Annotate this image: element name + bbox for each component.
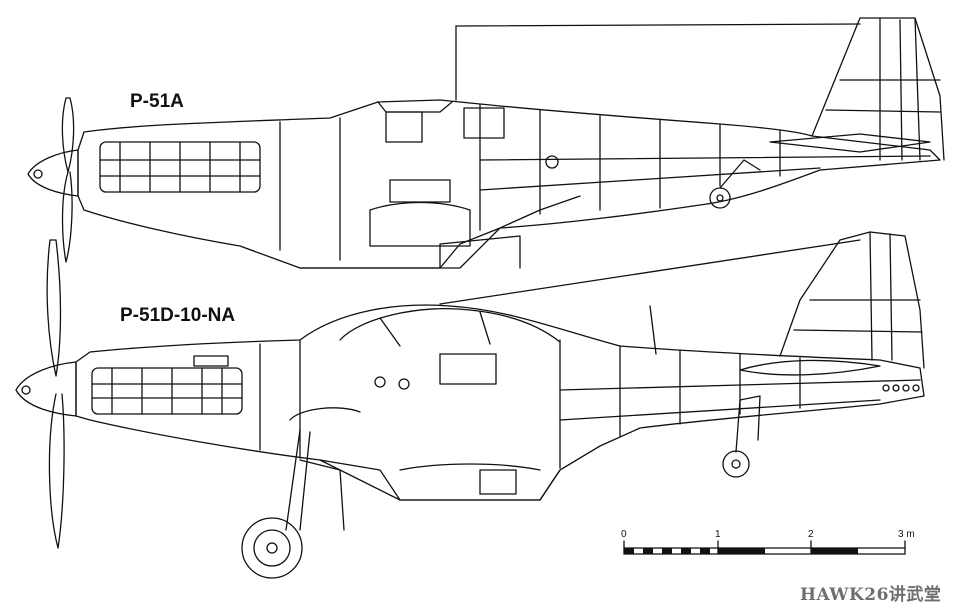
p51d-main-gear	[286, 430, 300, 530]
p51d-airframe	[16, 232, 924, 578]
p51d-spinner	[16, 362, 76, 416]
p51d-fuselage	[76, 305, 924, 500]
p51a-tail-wheel	[710, 188, 730, 208]
p51d-wing-root	[320, 446, 600, 500]
scale-tick-3: 3 m	[898, 529, 915, 540]
scale-tick-0: 0	[621, 529, 627, 540]
scale-tick-2: 2	[808, 529, 814, 540]
scale-tick-1: 1	[715, 529, 721, 540]
p51d-propeller	[47, 240, 60, 376]
p51a-fuselage	[78, 100, 940, 268]
p51a-propeller	[62, 98, 73, 172]
p51a-canopy	[378, 102, 452, 112]
scale-bar-segments	[624, 548, 858, 554]
watermark: HAWK26讲武堂	[800, 585, 942, 605]
p51a-airframe	[28, 18, 944, 268]
p51d-label: P-51D-10-NA	[120, 305, 236, 326]
p51d-tail-wheel	[723, 451, 749, 477]
p51a-wing-root	[300, 196, 580, 268]
p51d-canopy	[340, 309, 560, 342]
p51a-label: P-51A	[130, 91, 184, 112]
p51d-main-wheel	[242, 518, 302, 578]
p51d-engine	[92, 368, 242, 414]
